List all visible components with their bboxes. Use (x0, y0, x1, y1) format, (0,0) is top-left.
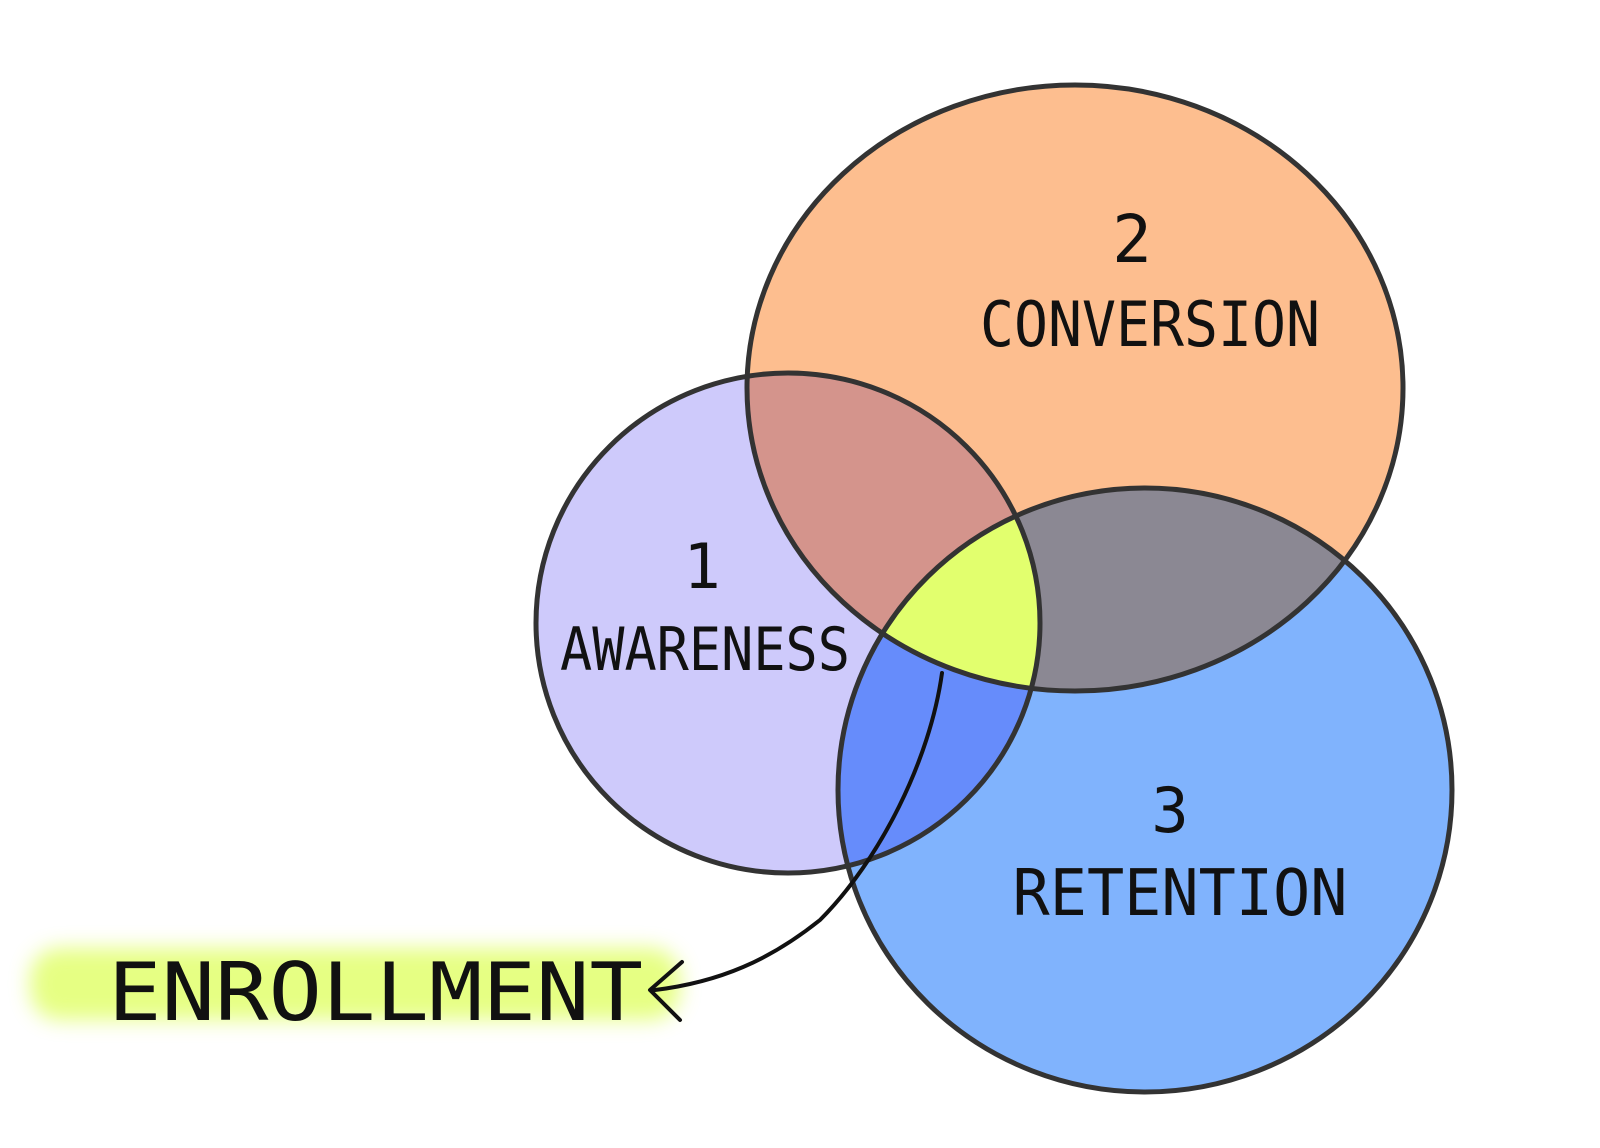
awareness-label: AWARENESS (560, 615, 850, 685)
arrow-head-icon (648, 960, 684, 1022)
awareness-outline (533, 370, 1043, 876)
awareness-number: 1 (683, 530, 720, 603)
conversion-label: CONVERSION (980, 288, 1320, 361)
retention-number: 3 (1151, 774, 1188, 847)
retention-label: RETENTION (1013, 857, 1348, 931)
enrollment-label: ENROLLMENT (108, 946, 643, 1039)
conversion-number: 2 (1112, 201, 1152, 278)
retention-outline (835, 485, 1455, 1095)
conversion-outline (744, 82, 1406, 694)
enrollment-arrow (653, 671, 944, 992)
enrollment-highlight (30, 948, 680, 1020)
